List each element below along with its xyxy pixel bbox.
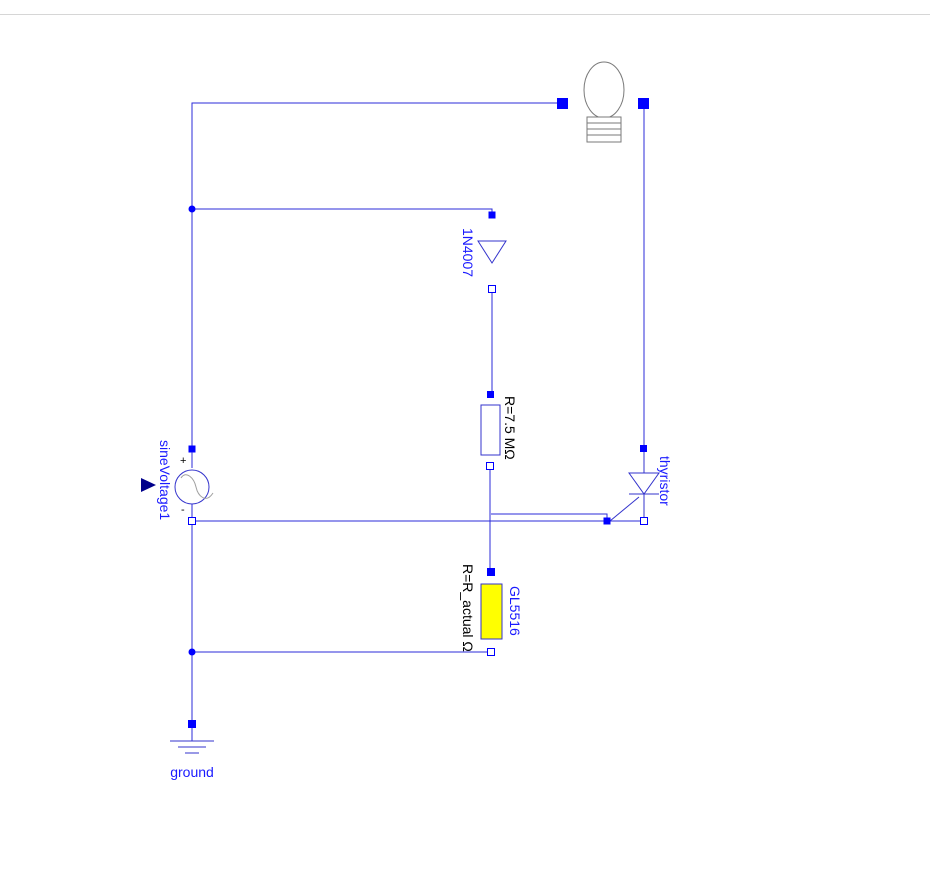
- ground-label: ground: [170, 764, 214, 780]
- lamp-connector-right[interactable]: [638, 98, 649, 109]
- thyristor-gate-connector[interactable]: [603, 517, 611, 525]
- diode[interactable]: 1N4007: [460, 211, 507, 293]
- resistor-body: [480, 404, 501, 456]
- wire-left-top[interactable]: [191, 102, 562, 449]
- ldr-name-label: GL5516: [507, 586, 523, 636]
- junctions: [188, 205, 611, 656]
- diode-symbol: [477, 240, 507, 264]
- sine-voltage-source[interactable]: + - sineVoltage1: [141, 440, 214, 525]
- diode-connector-top[interactable]: [488, 211, 496, 219]
- ground[interactable]: ground: [170, 720, 214, 780]
- source-circle: [174, 469, 210, 505]
- junction-dot: [188, 648, 196, 656]
- source-connector-top[interactable]: [188, 445, 196, 453]
- source-minus-sign: -: [181, 504, 185, 516]
- thyristor-connector-top[interactable]: [640, 445, 647, 452]
- sine-wave-icon: [180, 474, 214, 499]
- lamp-connector-left[interactable]: [557, 98, 568, 109]
- ground-connector[interactable]: [188, 720, 196, 728]
- ldr-body: [480, 583, 503, 640]
- resistor-connector-top[interactable]: [487, 391, 494, 398]
- source-connector-bottom[interactable]: [188, 517, 196, 525]
- ldr-value-label: R=R_actual Ω: [460, 564, 476, 652]
- thyristor-label: thyristor: [657, 456, 673, 506]
- wire-gate-link[interactable]: [491, 513, 608, 521]
- thyristor[interactable]: thyristor: [603, 445, 674, 525]
- photoresistor[interactable]: GL5516 R=R_actual Ω: [460, 564, 523, 656]
- resistor-label: R=7.5 MΩ: [502, 396, 518, 460]
- thyristor-symbol: [628, 472, 660, 495]
- wires: [191, 102, 645, 724]
- diode-connector-bottom[interactable]: [488, 285, 496, 293]
- junction-dot: [188, 205, 196, 213]
- ldr-connector-bottom[interactable]: [487, 648, 495, 656]
- thyristor-gate-lead: [609, 496, 640, 522]
- source-arrow-icon: [141, 478, 156, 492]
- source-plus-sign: +: [180, 455, 186, 467]
- top-divider: [0, 14, 930, 15]
- source-label: sineVoltage1: [157, 440, 173, 520]
- diode-label: 1N4007: [460, 228, 476, 277]
- lamp-bulb: [583, 61, 625, 119]
- resistor-connector-bottom[interactable]: [486, 462, 494, 470]
- wire-to-diode[interactable]: [192, 208, 493, 215]
- lamp[interactable]: [557, 61, 649, 143]
- resistor[interactable]: R=7.5 MΩ: [480, 391, 518, 470]
- ldr-connector-top[interactable]: [487, 568, 495, 576]
- thyristor-connector-bottom[interactable]: [640, 517, 648, 525]
